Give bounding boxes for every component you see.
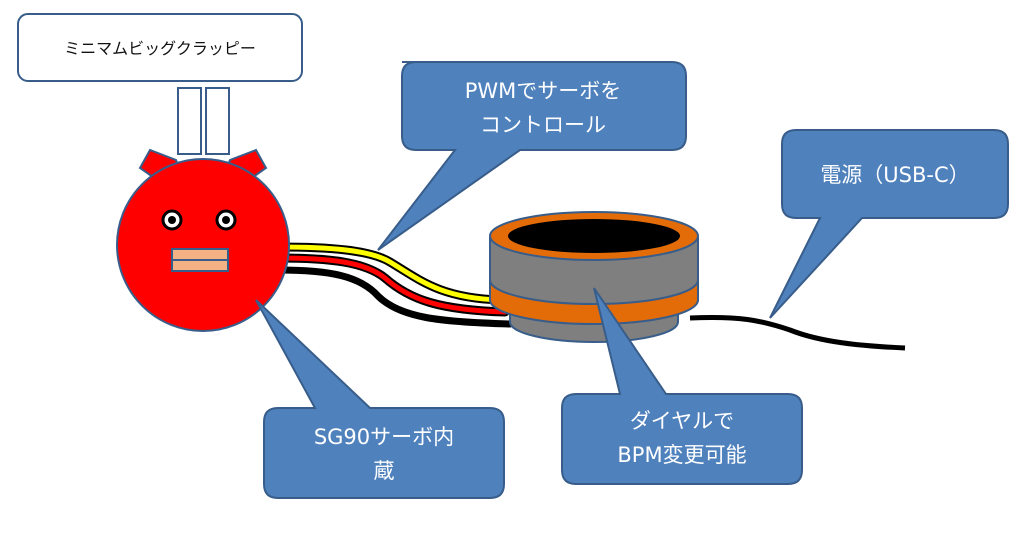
callout-pwm-line1: PWMでサーボを (465, 79, 622, 103)
callout-servo-line2: 蔵 (374, 459, 395, 483)
callout-servo: SG90サーボ内 蔵 (255, 299, 505, 499)
power-cable (689, 315, 906, 351)
callout-dial: ダイヤルで BPM変更可能 (561, 287, 803, 485)
servo-wires (273, 242, 514, 328)
title-text: ミニマムビッグクラッピー (64, 39, 256, 58)
title-box: ミニマムビッグクラッピー (17, 13, 303, 82)
clapper-plates (177, 87, 230, 155)
callout-servo-line1: SG90サーボ内 (314, 425, 454, 449)
callout-pwm-line2: コントロール (480, 113, 606, 137)
wire-black (274, 266, 514, 328)
callout-dial-line2: BPM変更可能 (617, 443, 746, 467)
callout-pwm: PWMでサーボを コントロール (377, 61, 687, 251)
callout-dial-line1: ダイヤルで (630, 409, 734, 433)
head-circle (116, 158, 290, 332)
robot-head (116, 148, 290, 332)
dial-hole (508, 219, 680, 253)
callout-power-line1: 電源（USB-C） (820, 163, 969, 187)
callout-power: 電源（USB-C） (769, 129, 1009, 319)
mouth (171, 248, 229, 272)
dial-device (489, 211, 699, 343)
